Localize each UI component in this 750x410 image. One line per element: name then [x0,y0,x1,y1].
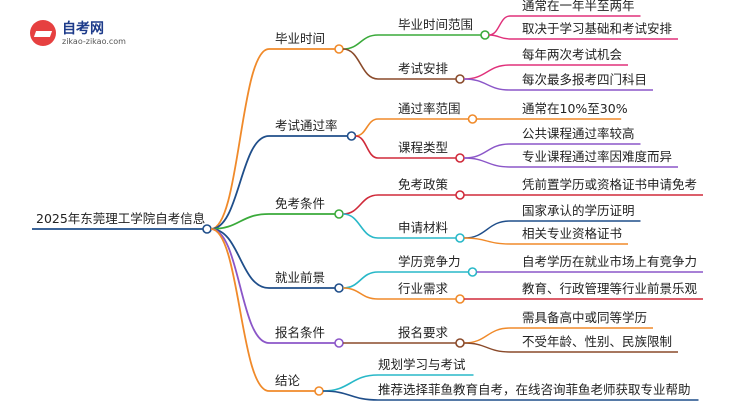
leaf-connector [488,34,511,40]
child-dot [455,338,465,348]
leaf-label-0-0-0: 通常在一年半至两年 [522,0,635,13]
child-label-4-0: 报名要求 [398,325,449,340]
branch-label-1: 考试通过率 [275,118,338,133]
leaf-label-3-1-0: 教育、行政管理等行业前景乐观 [522,281,698,296]
child-connector [342,34,379,50]
child-label-5-1: 推荐选择菲鱼教育自考，在线咨询菲鱼老师获取专业帮助 [378,382,691,397]
leaf-label-2-1-1: 相关专业资格证书 [522,226,623,241]
child-label-5-0: 规划学习与考试 [378,357,466,372]
branch-label-2: 免考条件 [275,196,326,211]
leaf-label-4-0-0: 需具备高中或同等学历 [522,310,648,325]
branch-label-4: 报名条件 [275,325,326,340]
child-label-1-0: 通过率范围 [398,101,461,116]
branch-dot [334,283,344,293]
branch-connector [210,48,270,230]
child-dot [480,30,490,40]
logo-title: 自考网 [62,21,104,37]
child-label-1-1: 课程类型 [398,140,449,155]
branch-connector [210,228,270,344]
child-connector [355,135,379,159]
leaf-label-0-0-1: 取决于学习基础和考试安排 [522,21,673,36]
leaf-connector [463,237,511,245]
logo-subtitle: zikao-zikao.com [62,37,126,46]
leaf-label-2-1-0: 国家承认的学历证明 [522,203,635,218]
child-label-2-1: 申请材料 [398,220,449,235]
leaf-label-0-1-1: 每次最多报考四门科目 [522,72,648,87]
leaf-label-1-0-0: 通常在10%至30% [522,101,628,116]
leaf-connector [463,220,511,239]
child-connector [355,118,379,137]
root-node-label: 2025年东莞理工学院自考信息 [36,211,206,226]
branch-dot [334,209,344,219]
child-connector [322,374,379,392]
child-dot [455,233,465,243]
branch-label-5: 结论 [275,373,301,388]
child-connector [342,194,379,215]
child-dot [455,190,465,200]
child-connector [342,271,379,289]
leaf-connector [463,157,511,168]
branch-dot [346,131,357,141]
branch-connector [210,228,270,289]
branch-dot [314,386,324,396]
leaf-connector [463,342,511,353]
graduation-cap-icon [30,20,56,46]
child-label-0-1: 考试安排 [398,61,449,76]
child-dot [455,153,465,163]
child-connector [342,213,379,239]
child-label-3-1: 行业需求 [398,281,449,296]
leaf-connector [488,15,511,36]
leaf-label-2-0-0: 凭前置学历或资格证书申请免考 [522,177,698,192]
leaf-label-4-0-1: 不受年龄、性别、民族限制 [522,334,673,349]
branch-connector [210,135,270,230]
child-connector [342,48,379,80]
leaf-label-1-1-1: 专业课程通过率因难度而异 [522,149,673,164]
branch-label-0: 毕业时间 [275,31,326,46]
root-node-dot [202,224,212,234]
leaf-connector [463,78,511,91]
branch-dot [334,44,344,54]
child-dot [467,114,478,124]
leaf-label-3-0-0: 自考学历在就业市场上有竞争力 [522,254,698,269]
child-label-0-0: 毕业时间范围 [398,17,474,32]
child-dot [455,294,465,304]
site-logo: 自考网 zikao-zikao.com [30,16,140,50]
child-label-3-0: 学历竞争力 [398,254,461,269]
child-dot [455,74,465,84]
child-connector [322,390,379,401]
child-label-2-0: 免考政策 [398,177,449,192]
leaf-connector [463,143,511,159]
child-connector [342,287,379,300]
branch-dot [334,338,344,348]
child-dot [467,267,478,277]
leaf-label-0-1-0: 每年两次考试机会 [522,47,623,62]
branch-connector [210,228,270,392]
leaf-label-1-1-0: 公共课程通过率较高 [522,126,635,141]
leaf-connector [463,64,511,80]
branch-connector [210,213,270,230]
leaf-connector [463,327,511,344]
branch-label-3: 就业前景 [275,270,326,285]
